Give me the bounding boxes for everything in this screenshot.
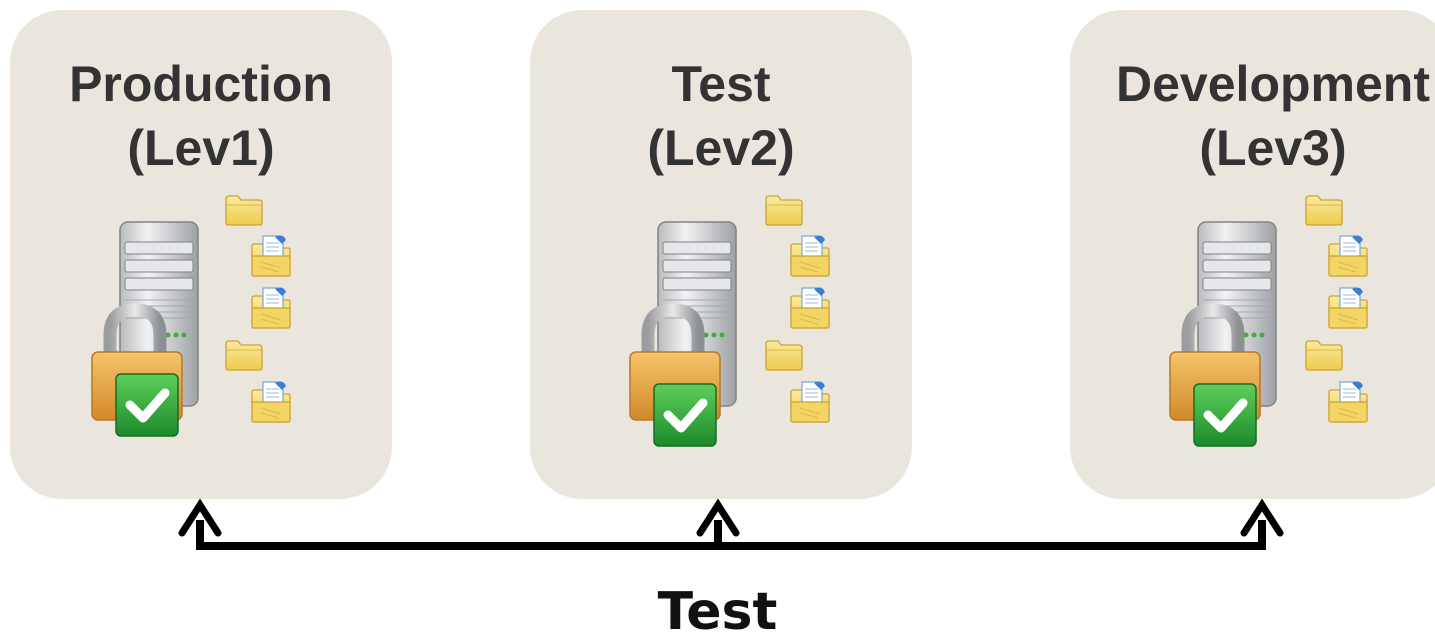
- checkmark-icon: [653, 383, 717, 447]
- environment-panel-production: Production (Lev1): [10, 10, 392, 499]
- arrowhead-test: [696, 498, 740, 537]
- environment-level: (Lev3): [1199, 120, 1347, 176]
- bottom-label: Test: [657, 582, 778, 642]
- server-illustration: [629, 195, 830, 447]
- environment-name: Test: [671, 56, 771, 112]
- environment-name: Production: [69, 56, 333, 112]
- server-illustration: [91, 195, 291, 437]
- connector-line: [196, 520, 1266, 550]
- environment-panel-development: Development (Lev3): [1070, 10, 1435, 499]
- environment-level: (Lev2): [647, 120, 795, 176]
- environment-name: Development: [1116, 56, 1430, 112]
- checkmark-icon: [115, 373, 179, 437]
- arrowhead-production: [178, 498, 222, 537]
- server-illustration: [1169, 195, 1368, 447]
- panel-title: Development (Lev3): [1082, 52, 1435, 180]
- arrowhead-development: [1240, 498, 1284, 537]
- checkmark-icon: [1193, 383, 1257, 447]
- panel-title: Test (Lev2): [530, 52, 912, 180]
- environment-level: (Lev1): [127, 120, 275, 176]
- panel-title: Production (Lev1): [10, 52, 392, 180]
- environment-panel-test: Test (Lev2): [530, 10, 912, 499]
